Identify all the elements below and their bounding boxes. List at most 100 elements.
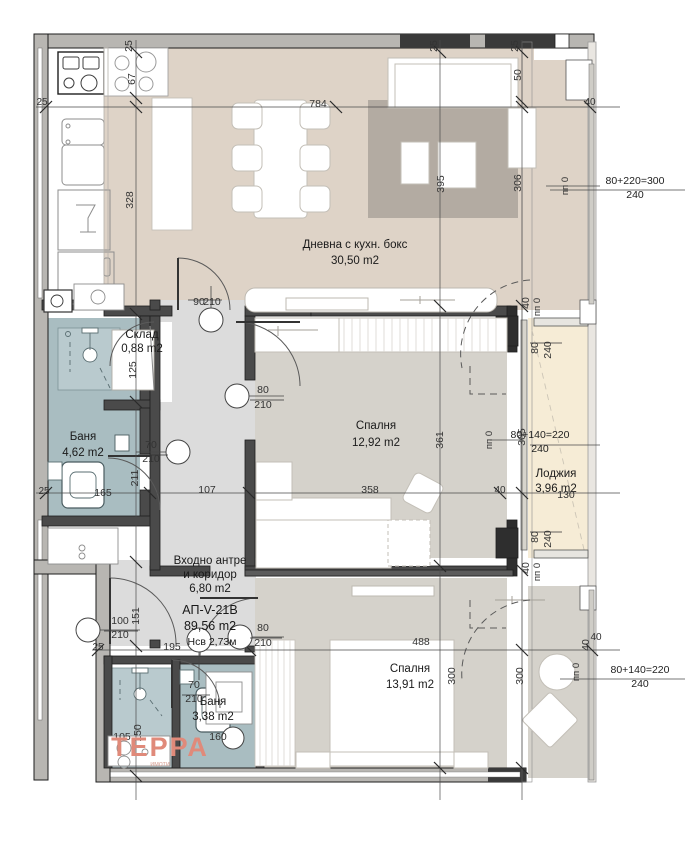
dim-v-17: 240 [542,341,554,359]
windows [520,59,597,781]
door-arc-bedroom1 [235,321,301,387]
dim-h-14: 210 [254,399,272,411]
dining-set [231,99,331,219]
door-arc-bath2 [171,659,221,709]
wall-bed-divider [244,569,514,577]
dim-v-3: 25 [428,40,440,52]
dim-v-22: 40 [580,639,592,651]
dim-h-17: 70 [188,679,200,691]
dim-marker-1: 25 [38,486,50,497]
vanity-basin [90,289,106,305]
glazing-right-top [588,63,595,305]
wall-right-outer [587,41,597,783]
dimension-lines [36,40,685,800]
window-right-a [579,299,597,325]
cooktop-burner-4 [80,74,98,92]
dim-h-19: 80 [257,622,269,634]
door-arc-terrace-2 [461,599,531,681]
dining-chair-1 [231,102,263,130]
dining-chair-2 [231,144,263,172]
room-area-bath1: 4,62 m2 [62,447,104,459]
room-name-loggia: Лоджия [536,468,577,480]
washing-machine [43,289,73,313]
cooktop-burner-3 [63,77,75,89]
bedroom2-console [351,585,435,597]
dim-ticks [39,45,599,783]
opening-sub-1: 240 [531,443,549,455]
wall-bottom-insulation [99,771,521,778]
shower-drain [82,347,98,363]
dim-marker-4: 40 [494,485,506,496]
glazing-loggia [520,319,528,551]
dim-v-6: 395 [435,175,447,193]
dining-chair-4 [299,102,331,130]
hob-ring-1 [114,55,130,71]
terrace-outline-2 [469,600,506,629]
wall-left [33,33,49,781]
room-name-living: Дневна с кухн. бокс [303,239,408,251]
room-name-bath1: Баня [70,431,97,443]
shower-valve [65,331,71,337]
dim-marker-3: 40 [584,97,596,108]
washbasin-unit [47,527,119,565]
washbasin-2b [117,755,131,769]
room-area-bedroom1: 12,92 m2 [352,437,400,449]
bedroom1-tv-icon [268,326,318,336]
balcony-right-upper [528,60,588,310]
apartment-height: Нсв 2,73м [188,636,237,648]
door-swings [107,257,587,709]
bedroom-furniture [254,317,578,769]
apartment-area: 89,56 m2 [184,619,236,633]
coffee-table-2 [437,141,477,189]
washing-machine-door [50,294,64,308]
opening-label-1: 80+140=220 [511,429,570,441]
opening-label-0: 80+220=300 [606,175,665,187]
dim-v-9: 211 [129,469,141,486]
toilet-cistern [47,461,63,481]
callout-leaders [100,286,284,680]
room-name2-hall: и коридор [183,569,237,581]
door-callouts [75,307,253,750]
washbasin-2 [116,740,132,756]
dim-v-8: 125 [127,361,139,379]
wall-top-column-1 [400,34,470,48]
wall-bath1-bottom [41,515,153,527]
toilet-seat [69,471,97,499]
dim-v-5: 50 [512,69,524,81]
dim-v-1: 67 [126,73,138,85]
room-area-bath2: 3,38 m2 [192,711,234,723]
bedroom2-tv-icon [495,596,545,604]
wall-bath2-top [103,655,265,665]
wall-left-insulation [37,47,43,299]
hob-ring-4 [138,76,154,92]
dining-chair-3 [231,185,263,213]
tv-panel [285,297,369,311]
sink-tap-2 [65,139,71,145]
door-arc-entry [109,577,177,645]
room-name-storage: Склад [125,329,159,341]
dim-marker-5: 40 [590,632,602,643]
dim-v-2: 328 [124,191,136,209]
room-name-bath2: Баня [200,696,227,708]
dishwasher [57,189,111,251]
dim-v-15: 150 [132,724,144,742]
cooktop-burner-2 [82,56,100,70]
dim-v-7: 306 [512,174,524,192]
door-arc-storage [109,321,155,367]
dim-v-10: 361 [434,431,446,449]
watermark-subtext: имоти [150,761,170,768]
window-loggia-bottom [533,549,589,559]
washbasin-drain-3 [141,748,149,756]
room-area-living: 30,50 m2 [331,255,379,267]
bath1-fixtures [43,283,130,565]
wall-top-end [554,33,570,49]
dim-v-19: 240 [542,530,554,548]
wall-hall-corner [149,299,161,311]
cooktop-burner-1 [62,56,80,70]
dim-v-11: 305 [516,428,528,446]
dim-h-3: 358 [361,484,379,496]
bed2 [329,639,455,765]
door-leaf-storage [149,325,155,391]
callout-bath2-fixture [221,726,245,750]
